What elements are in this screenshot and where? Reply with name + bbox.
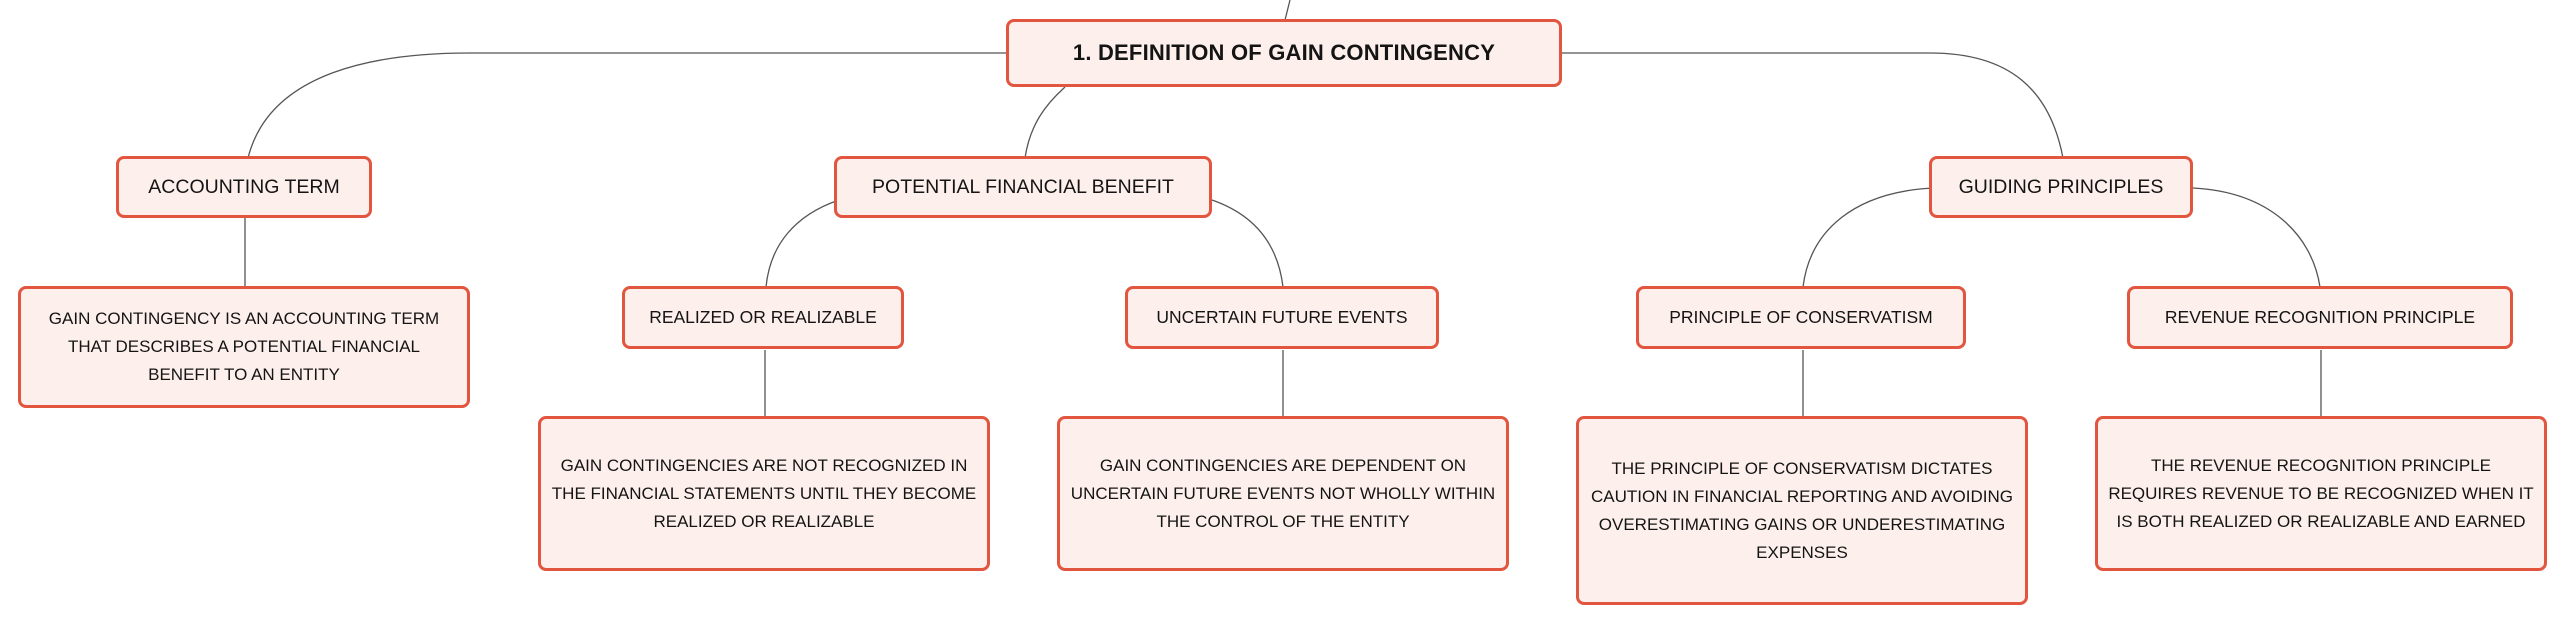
topic-uncertain-future-events[interactable]: UNCERTAIN FUTURE EVENTS	[1125, 286, 1439, 349]
connector-guiding-to-conservatism	[1802, 187, 1934, 288]
root-topic[interactable]: 1. DEFINITION OF GAIN CONTINGENCY	[1006, 19, 1562, 87]
detail-accounting-term[interactable]: GAIN CONTINGENCY IS AN ACCOUNTING TERM T…	[18, 286, 470, 408]
connector-root-to-guiding-principles	[1562, 52, 2064, 159]
topic-guiding-principles[interactable]: GUIDING PRINCIPLES	[1929, 156, 2193, 218]
connector-benefit-to-uncertain	[1211, 199, 1284, 288]
detail-revenue-recognition-principle[interactable]: THE REVENUE RECOGNITION PRINCIPLE REQUIR…	[2095, 416, 2547, 571]
connector-root-to-potential-benefit	[1024, 86, 1066, 159]
connector-parent-to-root	[1284, 0, 1291, 21]
connector-guiding-to-revenue	[2192, 187, 2321, 288]
topic-revenue-recognition-principle[interactable]: REVENUE RECOGNITION PRINCIPLE	[2127, 286, 2513, 349]
topic-potential-financial-benefit[interactable]: POTENTIAL FINANCIAL BENEFIT	[834, 156, 1212, 218]
detail-principle-of-conservatism[interactable]: THE PRINCIPLE OF CONSERVATISM DICTATES C…	[1576, 416, 2028, 605]
detail-realized-or-realizable[interactable]: GAIN CONTINGENCIES ARE NOT RECOGNIZED IN…	[538, 416, 990, 571]
connector-root-to-accounting-term	[247, 52, 1008, 159]
topic-principle-of-conservatism[interactable]: PRINCIPLE OF CONSERVATISM	[1636, 286, 1966, 349]
detail-uncertain-future-events[interactable]: GAIN CONTINGENCIES ARE DEPENDENT ON UNCE…	[1057, 416, 1509, 571]
connector-benefit-to-realized	[765, 199, 840, 288]
topic-accounting-term[interactable]: ACCOUNTING TERM	[116, 156, 372, 218]
topic-realized-or-realizable[interactable]: REALIZED OR REALIZABLE	[622, 286, 904, 349]
